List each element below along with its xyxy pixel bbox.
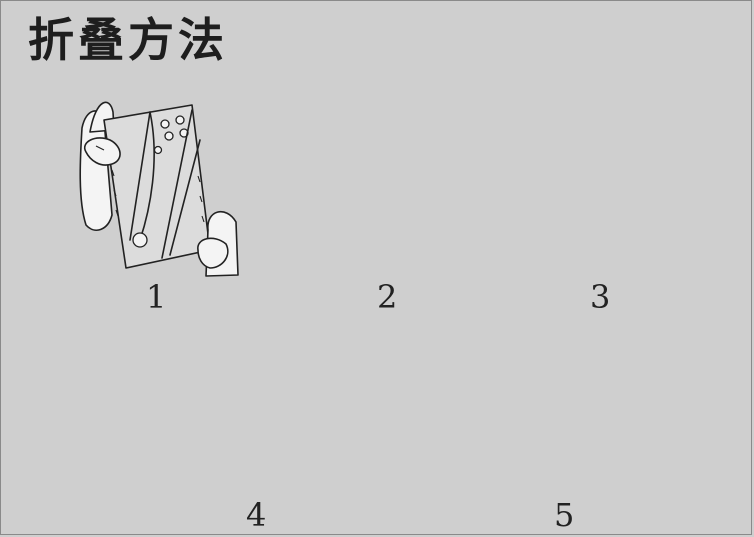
step-3-number: 3	[590, 278, 611, 316]
step-2-number: 2	[377, 278, 398, 316]
step-1-illustration	[79, 101, 239, 277]
step-1-number: 1	[146, 278, 167, 316]
step-4-number: 4	[246, 496, 267, 534]
step-5-number: 5	[554, 496, 575, 534]
page-title: 折叠方法	[28, 13, 228, 67]
